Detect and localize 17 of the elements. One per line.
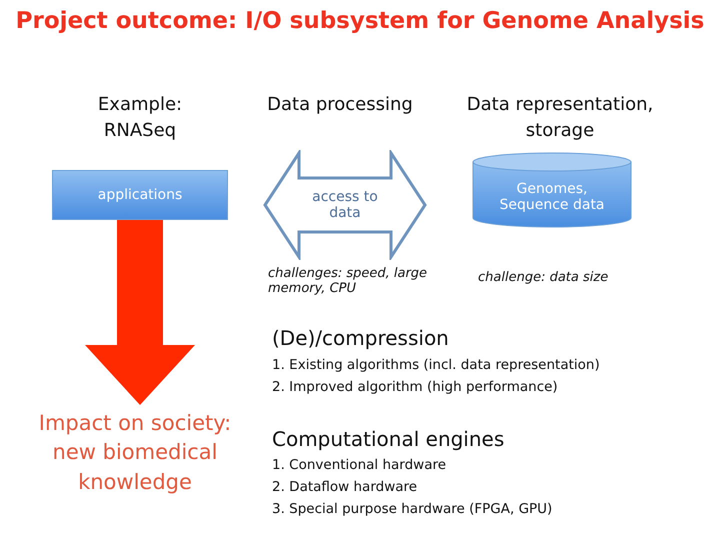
double-arrow-shape: access to data <box>263 150 427 260</box>
section-heading: (De)/compression <box>272 326 449 350</box>
column-heading: Example: RNASeq <box>96 93 184 144</box>
column-heading: Data representation, storage <box>466 93 654 144</box>
challenge-note: challenge: data size <box>478 270 610 285</box>
list-item: 2. Dataflow hardware <box>272 479 418 495</box>
application-box: applications <box>52 170 228 220</box>
list-item: 3. Special purpose hardware (FPGA, GPU) <box>272 501 552 517</box>
arrow <box>85 220 195 405</box>
impact-text: Impact on society: new biomedical knowledge <box>15 405 255 501</box>
list-item: 1. Conventional hardware <box>272 457 446 473</box>
section-heading: Computational engines <box>272 427 504 451</box>
list-item: 1. Existing algorithms (incl. data representation) <box>272 357 600 373</box>
slide-title: Project outcome: I/O subsystem for Genome Analysis <box>14 8 706 34</box>
list-item: 2. Improved algorithm (high performance) <box>272 379 558 395</box>
column-heading: Data processing <box>266 93 414 117</box>
challenge-note: challenges: speed, large memory, CPU <box>268 266 428 296</box>
